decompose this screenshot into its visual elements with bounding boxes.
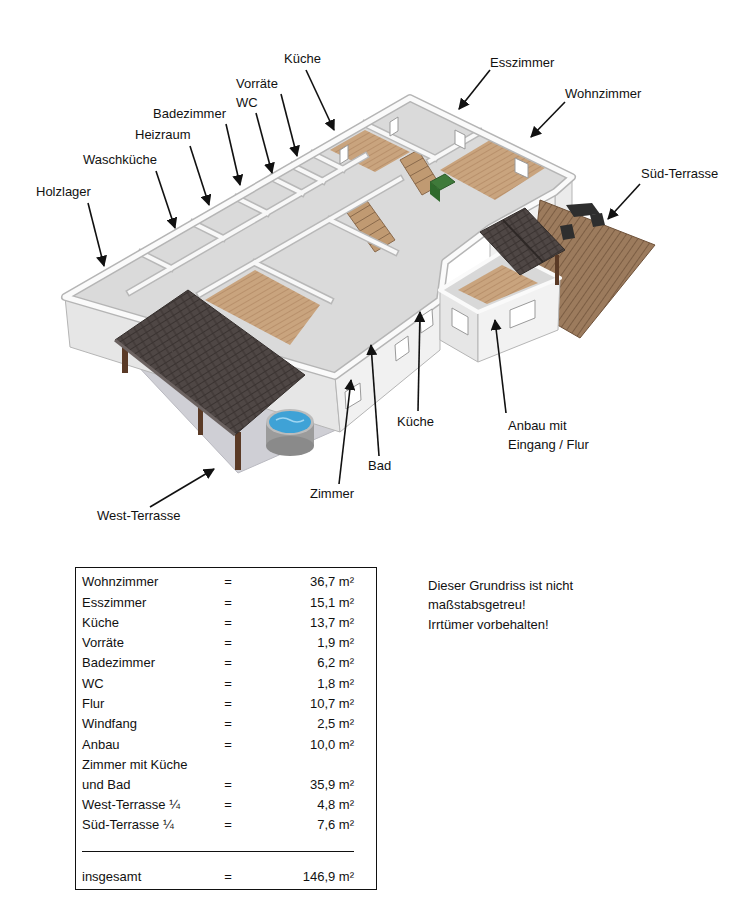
table-cell: Windfang xyxy=(82,714,137,734)
table-cell: 10,0 m² xyxy=(310,735,354,755)
table-cell: = xyxy=(224,633,232,653)
table-cell: = xyxy=(224,775,232,795)
note-text: Irrtümer vorbehalten! xyxy=(428,615,549,634)
room-label: Bad xyxy=(368,456,391,475)
table-cell: 2,5 m² xyxy=(317,714,354,734)
table-cell: Zimmer mit Küche und Bad xyxy=(82,755,200,795)
room-label: Anbau mit Eingang / Flur xyxy=(508,416,613,454)
area-table: Wohnzimmer = 36,7 m² Esszimmer = 15,1 m² Küche… xyxy=(75,567,377,890)
table-cell: = xyxy=(224,815,232,835)
table-cell: = xyxy=(224,653,232,673)
table-cell: Flur xyxy=(82,694,104,714)
table-cell: = xyxy=(224,714,232,734)
table-cell: 15,1 m² xyxy=(310,593,354,613)
room-label: Heizraum xyxy=(135,125,191,144)
table-cell: Esszimmer xyxy=(82,593,146,613)
table-cell: 1,8 m² xyxy=(317,674,354,694)
table-cell: Wohnzimmer xyxy=(82,572,158,592)
room-label: Süd-Terrasse xyxy=(641,164,718,183)
table-cell: 36,7 m² xyxy=(310,572,354,592)
table-cell: 13,7 m² xyxy=(310,613,354,633)
room-label: Küche xyxy=(397,412,434,431)
table-cell: 7,6 m² xyxy=(317,815,354,835)
room-label: WC xyxy=(236,93,258,112)
table-cell: West-Terrasse ¼ xyxy=(82,795,180,815)
table-cell: Vorräte xyxy=(82,633,124,653)
table-cell: = xyxy=(224,593,232,613)
table-cell: 35,9 m² xyxy=(310,775,354,795)
table-cell: 6,2 m² xyxy=(317,653,354,673)
table-rule xyxy=(82,851,354,852)
room-label: Badezimmer xyxy=(153,104,226,123)
room-label: Wohnzimmer xyxy=(565,84,641,103)
table-cell: Küche xyxy=(82,613,119,633)
table-cell: 4,8 m² xyxy=(317,795,354,815)
room-label: Esszimmer xyxy=(490,53,554,72)
room-label: Zimmer xyxy=(310,484,354,503)
room-label: Waschküche xyxy=(83,150,157,169)
table-cell: = xyxy=(224,613,232,633)
room-label: Küche xyxy=(284,49,321,68)
table-cell: = xyxy=(224,735,232,755)
table-cell: = xyxy=(224,674,232,694)
table-cell: = xyxy=(224,694,232,714)
table-cell: = xyxy=(224,795,232,815)
table-cell: = xyxy=(224,572,232,592)
note-text: Dieser Grundriss ist nicht maßstabsgetre… xyxy=(428,576,598,614)
table-cell: Anbau xyxy=(82,735,120,755)
table-cell: = xyxy=(224,867,232,887)
table-cell: 10,7 m² xyxy=(310,694,354,714)
table-cell: Badezimmer xyxy=(82,653,155,673)
table-cell: 146,9 m² xyxy=(303,867,354,887)
table-cell: WC xyxy=(82,674,104,694)
table-cell: insgesamt xyxy=(82,867,141,887)
table-cell: 1,9 m² xyxy=(317,633,354,653)
room-label: Vorräte xyxy=(236,74,278,93)
room-label: West-Terrasse xyxy=(97,506,181,525)
room-label: Holzlager xyxy=(36,182,91,201)
table-cell: Süd-Terrasse ¼ xyxy=(82,815,174,835)
leader-arrows xyxy=(88,70,640,507)
